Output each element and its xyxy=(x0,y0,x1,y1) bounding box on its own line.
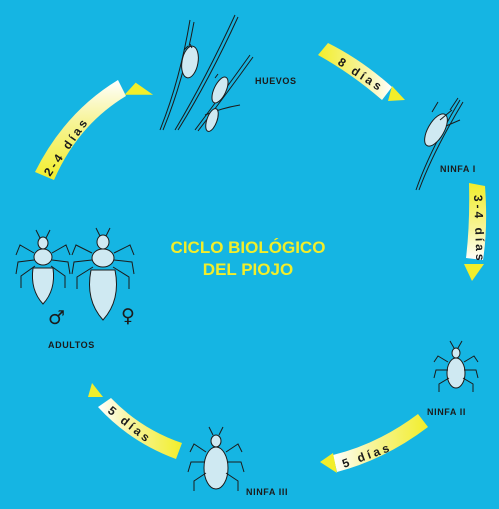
duration-label: 5 días xyxy=(105,403,155,446)
stage-label-adultos: ADULTOS xyxy=(48,340,95,350)
nymph2-illustration xyxy=(434,341,478,392)
duration-label: 8 días xyxy=(335,55,386,95)
arrow-head-icon xyxy=(464,264,484,281)
eggs-on-hair-illustration xyxy=(160,15,253,133)
title-line-2: DEL PIOJO xyxy=(163,259,333,281)
nymph1-illustration xyxy=(416,98,463,190)
male-symbol: ♂ xyxy=(48,307,65,329)
stage-label-ninfa2: NINFA II xyxy=(427,407,466,417)
banner-ninfa1-ninfa2: 3-4 días xyxy=(464,183,487,281)
diagram-title: CICLO BIOLÓGICO DEL PIOJO xyxy=(163,237,333,281)
arrow-head-icon xyxy=(88,383,103,397)
duration-label: 3-4 días xyxy=(471,195,487,264)
banner-adultos-huevos: 2-4 días xyxy=(35,80,153,180)
banner-ninfa3-adultos: 5 días xyxy=(88,383,182,459)
title-line-1: CICLO BIOLÓGICO xyxy=(163,237,333,259)
banner-huevos-ninfa1: 8 días xyxy=(318,43,405,101)
stage-label-ninfa1: NINFA I xyxy=(440,164,476,174)
nymph3-illustration xyxy=(188,427,244,491)
banner-ninfa2-ninfa3: 5 días xyxy=(320,414,428,473)
stage-label-huevos: HUEVOS xyxy=(255,76,297,86)
female-symbol: ♀ xyxy=(121,305,135,327)
adult-male-illustration xyxy=(16,230,70,304)
arrow-head-icon xyxy=(123,80,153,100)
stage-label-ninfa3: NINFA III xyxy=(246,487,288,497)
